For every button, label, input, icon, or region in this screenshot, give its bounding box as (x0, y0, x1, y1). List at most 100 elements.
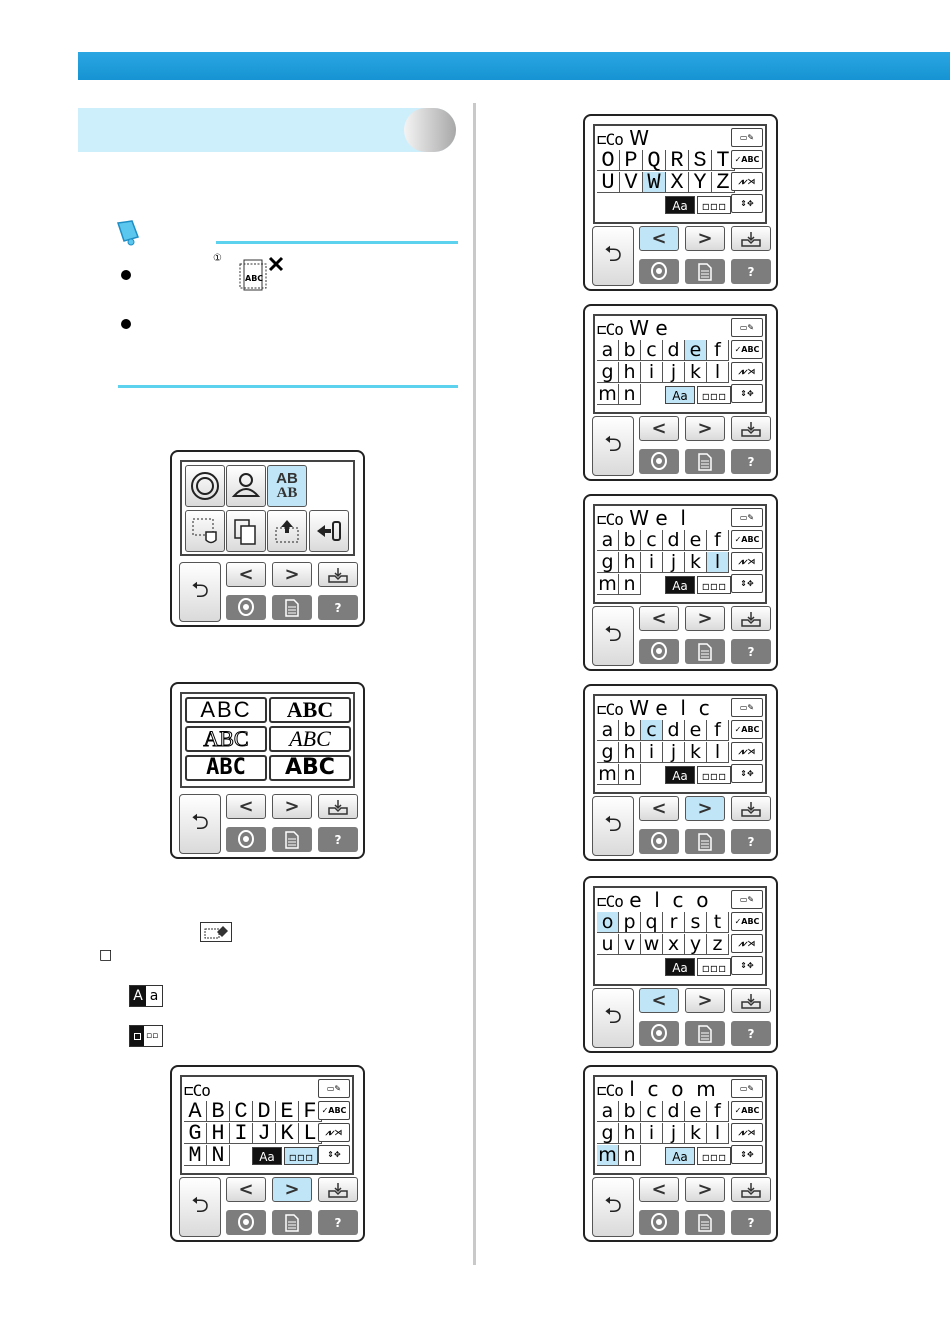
prev-page-button[interactable]: < (639, 1177, 679, 1202)
check-abc-button[interactable]: ✓ABC (731, 720, 763, 739)
list-button[interactable] (685, 639, 725, 664)
help-button[interactable]: ? (731, 1021, 771, 1046)
key-g[interactable]: g (597, 552, 619, 573)
case-toggle-button[interactable]: Aa (665, 576, 695, 594)
stitch-type-button[interactable]: ⩘⩗⋊ (318, 1123, 350, 1142)
key-b[interactable]: b (619, 530, 641, 551)
frame-pattern-button[interactable] (185, 510, 225, 552)
key-z[interactable]: z (707, 934, 729, 955)
font-6-button[interactable]: ABC (269, 755, 351, 781)
key-b[interactable]: b (619, 1101, 641, 1122)
key-m[interactable]: m (597, 1145, 619, 1166)
next-page-button[interactable]: > (272, 794, 312, 819)
size-toggle-button[interactable]: ▫▫▫ (697, 576, 731, 594)
check-abc-button[interactable]: ✓ABC (731, 530, 763, 549)
key-E[interactable]: E (276, 1101, 299, 1123)
case-toggle-button[interactable]: Aa (665, 196, 695, 214)
key-a[interactable]: a (597, 720, 619, 741)
embroidery-hoop-button[interactable] (639, 1210, 679, 1235)
set-button[interactable] (318, 1177, 358, 1202)
next-page-button[interactable]: > (685, 226, 725, 251)
key-X[interactable]: X (666, 172, 689, 194)
key-U[interactable]: U (597, 172, 620, 194)
key-i[interactable]: i (641, 1123, 663, 1144)
key-p[interactable]: p (619, 912, 641, 933)
next-page-button[interactable]: > (685, 606, 725, 631)
embroidery-hoop-button[interactable] (639, 829, 679, 854)
key-d[interactable]: d (663, 340, 685, 361)
key-k[interactable]: k (685, 1123, 707, 1144)
delete-character-button[interactable]: ▭✎ (318, 1079, 350, 1098)
delete-character-button[interactable]: ▭✎ (731, 128, 763, 147)
key-V[interactable]: V (620, 172, 643, 194)
key-y[interactable]: y (685, 934, 707, 955)
size-toggle-button[interactable]: ▫▫▫ (697, 958, 731, 976)
check-abc-button[interactable]: ✓ABC (731, 1101, 763, 1120)
key-n[interactable]: n (619, 384, 641, 405)
key-m[interactable]: m (597, 764, 619, 785)
key-b[interactable]: b (619, 720, 641, 741)
move-button[interactable]: ⇕✥ (318, 1145, 350, 1164)
list-button[interactable] (272, 595, 312, 620)
back-button[interactable]: ⮌ (179, 1177, 221, 1237)
delete-character-button[interactable]: ▭✎ (731, 1079, 763, 1098)
check-abc-button[interactable]: ✓ABC (731, 340, 763, 359)
list-button[interactable] (272, 1210, 312, 1235)
key-n[interactable]: n (619, 764, 641, 785)
help-button[interactable]: ? (731, 449, 771, 474)
key-K[interactable]: K (276, 1123, 299, 1145)
stitch-type-button[interactable]: ⩘⩗⋊ (731, 362, 763, 381)
font-2-button[interactable]: ABC (269, 697, 351, 723)
key-l[interactable]: l (707, 742, 729, 763)
key-a[interactable]: a (597, 340, 619, 361)
next-page-button[interactable]: > (272, 562, 312, 587)
move-button[interactable]: ⇕✥ (731, 1145, 763, 1164)
pocket-upload-button[interactable] (267, 510, 307, 552)
key-e[interactable]: e (685, 1101, 707, 1122)
font-3-button[interactable]: ABC (185, 726, 267, 752)
key-o[interactable]: o (597, 912, 619, 933)
prev-page-button[interactable]: < (226, 794, 266, 819)
key-D[interactable]: D (253, 1101, 276, 1123)
back-button[interactable]: ⮌ (179, 794, 221, 854)
back-button[interactable]: ⮌ (179, 562, 221, 622)
key-C[interactable]: C (230, 1101, 253, 1123)
key-n[interactable]: n (619, 1145, 641, 1166)
key-M[interactable]: M (184, 1145, 207, 1167)
key-q[interactable]: q (641, 912, 663, 933)
set-button[interactable] (731, 226, 771, 251)
key-n[interactable]: n (619, 574, 641, 595)
set-button[interactable] (318, 562, 358, 587)
help-button[interactable]: ? (731, 259, 771, 284)
pattern-category-1-button[interactable] (185, 465, 225, 507)
key-a[interactable]: a (597, 530, 619, 551)
case-toggle-button[interactable]: Aa (665, 1147, 695, 1165)
key-I[interactable]: I (230, 1123, 253, 1145)
help-button[interactable]: ? (731, 829, 771, 854)
case-toggle-button[interactable]: Aa (252, 1147, 282, 1165)
list-button[interactable] (685, 1021, 725, 1046)
embroidery-hoop-button[interactable] (639, 259, 679, 284)
key-A[interactable]: A (184, 1101, 207, 1123)
key-j[interactable]: j (663, 742, 685, 763)
key-k[interactable]: k (685, 742, 707, 763)
key-g[interactable]: g (597, 1123, 619, 1144)
key-w[interactable]: w (641, 934, 663, 955)
move-button[interactable]: ⇕✥ (731, 384, 763, 403)
key-J[interactable]: J (253, 1123, 276, 1145)
embroidery-hoop-button[interactable] (226, 1210, 266, 1235)
key-e[interactable]: e (685, 340, 707, 361)
help-button[interactable]: ? (318, 827, 358, 852)
key-d[interactable]: d (663, 720, 685, 741)
prev-page-button[interactable]: < (226, 562, 266, 587)
key-c[interactable]: c (641, 340, 663, 361)
back-button[interactable]: ⮌ (592, 606, 634, 666)
back-button[interactable]: ⮌ (592, 1177, 634, 1237)
move-button[interactable]: ⇕✥ (731, 194, 763, 213)
font-5-button[interactable]: ABC (185, 755, 267, 781)
key-b[interactable]: b (619, 340, 641, 361)
key-u[interactable]: u (597, 934, 619, 955)
next-page-button[interactable]: > (272, 1177, 312, 1202)
key-k[interactable]: k (685, 552, 707, 573)
